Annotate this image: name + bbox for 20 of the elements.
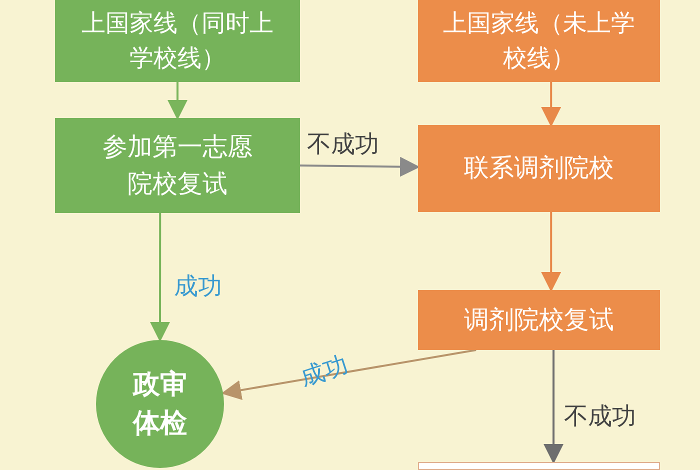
node-text: 参加第一志愿院校复试 [102, 131, 254, 200]
node-text: 政审体检 [132, 368, 188, 441]
arrow [544, 350, 564, 464]
arrow [541, 82, 562, 127]
process-box [55, 0, 300, 82]
node-text: 调剂院校复试 [464, 304, 614, 336]
process-box [418, 125, 660, 212]
process-box [418, 290, 660, 350]
node-text: 上国家线（未上学校线） [442, 8, 636, 74]
arrow [150, 213, 170, 342]
arrow [541, 212, 562, 292]
process-box [418, 462, 660, 470]
process-box [418, 0, 660, 82]
arrow [300, 156, 420, 177]
arrow [221, 349, 476, 400]
edge-label: 成功 [296, 349, 352, 394]
node-text: 上国家线（同时上学校线） [80, 8, 274, 74]
node-text: 联系调剂院校 [464, 152, 614, 184]
arrow [168, 82, 188, 120]
process-box [55, 118, 300, 213]
